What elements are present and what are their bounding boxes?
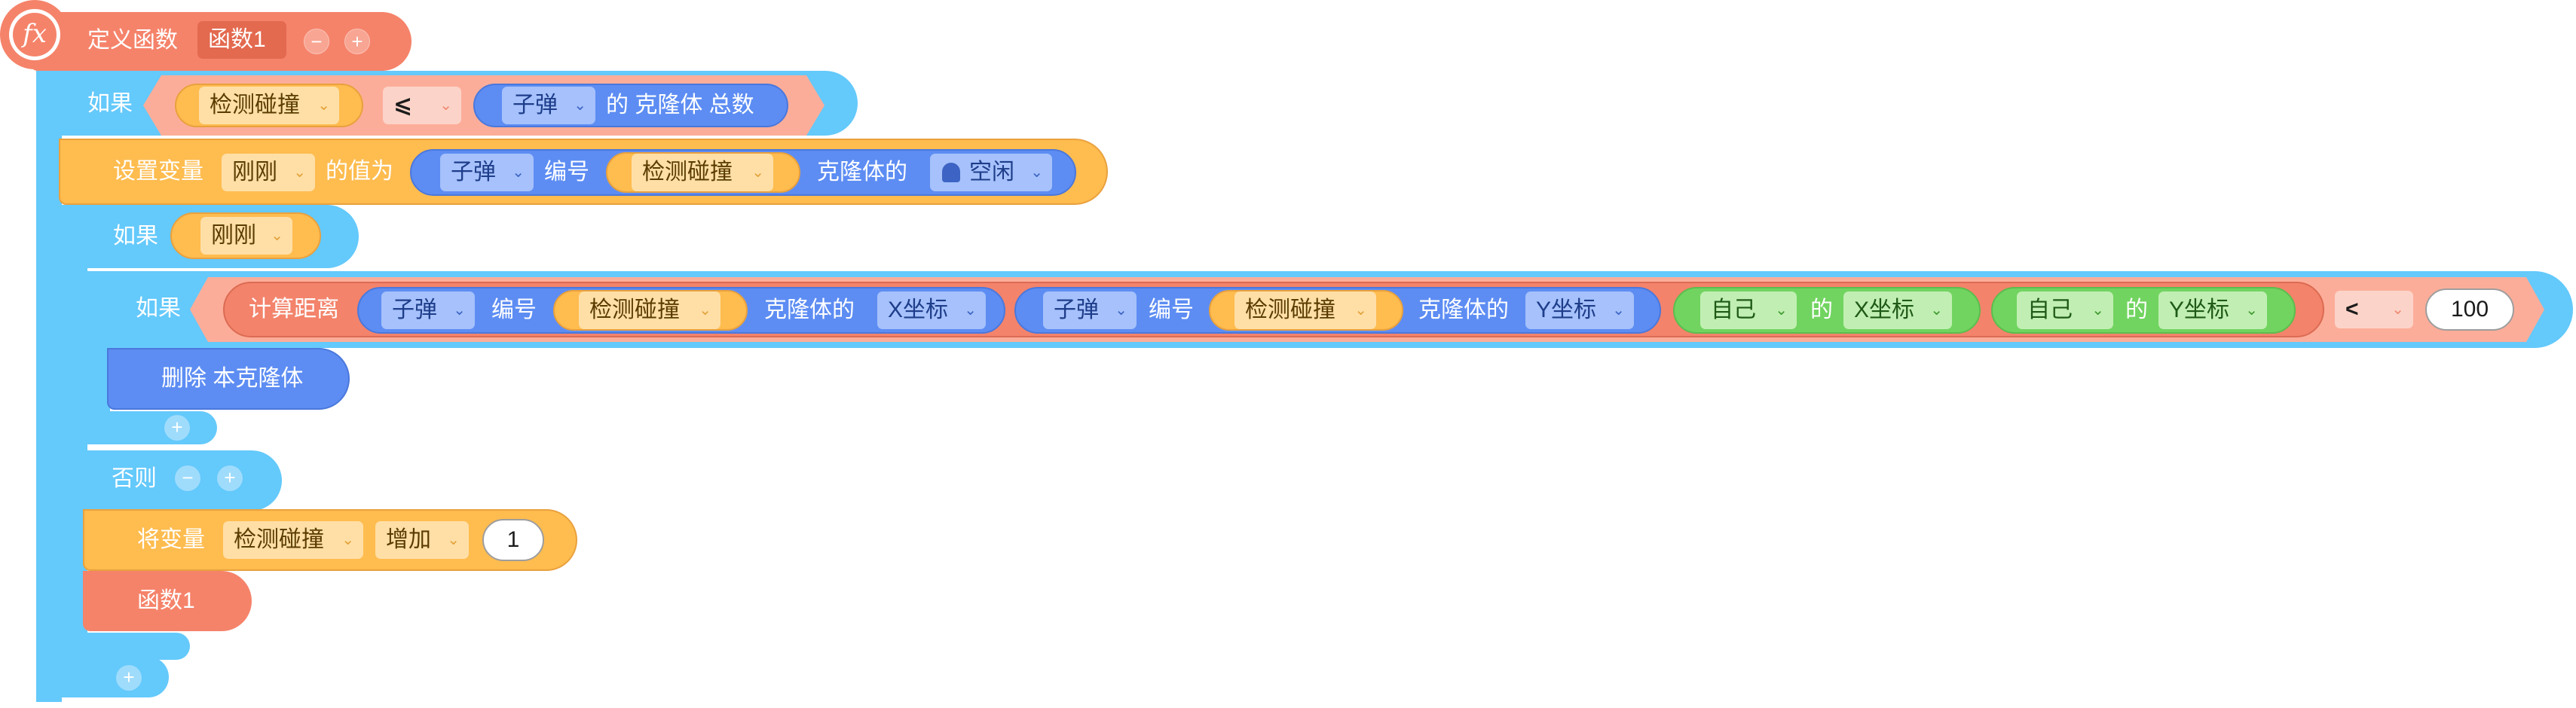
distance-compare-condition[interactable]: 计算距离 子弹⌄ 编号 检测碰撞⌄ 克隆体的 X坐标⌄ 子弹⌄ 编号: [190, 277, 2544, 342]
ghost-icon: [942, 163, 960, 182]
if-distance-foot: [84, 411, 217, 444]
chevron-down-icon: ⌄: [1115, 302, 1127, 319]
clone-y-sensor-dropdown[interactable]: 检测碰撞⌄: [1234, 291, 1376, 329]
distance-threshold-input[interactable]: 100: [2425, 288, 2514, 331]
chevron-down-icon: ⌄: [1354, 302, 1367, 319]
chevron-down-icon: ⌄: [2391, 301, 2404, 318]
else-block[interactable]: [62, 450, 282, 511]
clone-x-coord-dropdown[interactable]: X坐标⌄: [877, 291, 986, 329]
sensor-variable-dropdown[interactable]: 检测碰撞⌄: [199, 87, 339, 124]
else-add-button[interactable]: +: [217, 465, 243, 491]
chevron-down-icon: ⌄: [453, 302, 466, 319]
add-param-button[interactable]: +: [344, 29, 370, 54]
clone-x-sensor-dropdown[interactable]: 检测碰撞⌄: [579, 291, 720, 329]
clone-y-sensor-pill[interactable]: 检测碰撞⌄: [1209, 290, 1403, 331]
chevron-down-icon: ⌄: [341, 532, 354, 548]
clone-state-pill[interactable]: 子弹⌄ 编号 检测碰撞⌄ 克隆体的 空闲⌄: [410, 149, 1076, 196]
set-variable-dropdown[interactable]: 刚刚⌄: [222, 154, 315, 191]
clone-x-index-label: 编号: [491, 298, 537, 322]
self-y-of-label: 的: [2125, 298, 2148, 322]
else-label: 否则: [112, 466, 157, 491]
fx-icon: fx: [0, 0, 69, 69]
self-y-coord-dropdown[interactable]: Y坐标⌄: [2158, 291, 2267, 329]
if-var-pill[interactable]: 刚刚⌄: [170, 212, 321, 259]
sensor-variable-pill[interactable]: 检测碰撞⌄: [175, 84, 363, 127]
set-variable-block[interactable]: 设置变量 刚刚⌄ 的值为 子弹⌄ 编号 检测碰撞⌄ 克隆体的 空闲⌄: [59, 139, 1108, 205]
chevron-down-icon: ⌄: [1612, 302, 1625, 319]
set-variable-value-label: 的值为: [326, 159, 393, 184]
delete-clone-label: 删除 本克隆体: [161, 366, 304, 391]
change-amount-input[interactable]: 1: [482, 519, 544, 561]
chevron-down-icon: ⌄: [964, 302, 977, 319]
calc-distance-label: 计算距离: [249, 297, 339, 322]
chevron-down-icon: ⌄: [271, 227, 283, 244]
state-sensor-dropdown[interactable]: 检测碰撞⌄: [632, 154, 773, 191]
clone-x-clone-label: 克隆体的: [764, 298, 855, 322]
state-sensor-pill[interactable]: 检测碰撞⌄: [606, 152, 800, 193]
clone-y-pill[interactable]: 子弹⌄ 编号 检测碰撞⌄ 克隆体的 Y坐标⌄: [1014, 287, 1661, 334]
state-clone-label: 克隆体的: [817, 160, 907, 185]
if-var-foot: [62, 633, 190, 660]
chevron-down-icon: ⌄: [1775, 302, 1788, 319]
if-distance-label: 如果: [136, 296, 181, 321]
if-outer-label: 如果: [87, 91, 133, 116]
self-y-pill[interactable]: 自己⌄ 的 Y坐标⌄: [1991, 287, 2296, 334]
add-bottom-block-button[interactable]: +: [116, 665, 142, 691]
clone-count-label: 的 克隆体 总数: [606, 93, 754, 117]
call-function-block[interactable]: 函数1: [83, 571, 252, 631]
if-outer-foot: [36, 657, 169, 697]
calc-distance-pill[interactable]: 计算距离 子弹⌄ 编号 检测碰撞⌄ 克隆体的 X坐标⌄ 子弹⌄ 编号: [223, 282, 2324, 337]
else-remove-button[interactable]: −: [175, 465, 200, 491]
clone-y-sprite-dropdown[interactable]: 子弹⌄: [1043, 291, 1137, 329]
chevron-down-icon: ⌄: [2245, 302, 2258, 319]
if-var-label: 如果: [113, 224, 158, 249]
clone-count-pill[interactable]: 子弹⌄ 的 克隆体 总数: [473, 84, 788, 127]
self-y-target-dropdown[interactable]: 自己⌄: [2017, 291, 2113, 329]
distance-operator-dropdown[interactable]: <⌄: [2335, 291, 2413, 328]
clone-y-coord-dropdown[interactable]: Y坐标⌄: [1525, 291, 1634, 329]
state-sprite-dropdown[interactable]: 子弹⌄: [440, 154, 534, 191]
clone-state-dropdown[interactable]: 空闲⌄: [930, 154, 1052, 191]
change-variable-label: 将变量: [137, 527, 205, 552]
clone-x-sprite-dropdown[interactable]: 子弹⌄: [381, 291, 475, 329]
chevron-down-icon: ⌄: [1930, 302, 1943, 319]
chevron-down-icon: ⌄: [293, 164, 306, 181]
clone-y-index-label: 编号: [1149, 298, 1194, 322]
function-name-field[interactable]: 函数1: [197, 21, 286, 59]
chevron-down-icon: ⌄: [2091, 302, 2104, 319]
set-variable-label: 设置变量: [113, 159, 203, 184]
delete-clone-block[interactable]: 删除 本克隆体: [107, 348, 350, 410]
change-op-dropdown[interactable]: 增加⌄: [375, 521, 469, 559]
chevron-down-icon: ⌄: [751, 164, 764, 181]
change-variable-dropdown[interactable]: 检测碰撞⌄: [223, 521, 363, 559]
clone-x-sensor-pill[interactable]: 检测碰撞⌄: [553, 290, 748, 331]
self-x-of-label: 的: [1810, 298, 1833, 322]
self-x-coord-dropdown[interactable]: X坐标⌄: [1843, 291, 1952, 329]
clone-sprite-dropdown[interactable]: 子弹⌄: [502, 87, 595, 124]
chevron-down-icon: ⌄: [317, 97, 330, 114]
clone-x-pill[interactable]: 子弹⌄ 编号 检测碰撞⌄ 克隆体的 X坐标⌄: [357, 287, 1005, 334]
if-var-dropdown[interactable]: 刚刚⌄: [200, 217, 292, 255]
call-function-label: 函数1: [137, 588, 195, 613]
remove-param-button[interactable]: −: [304, 29, 329, 54]
add-inner-block-button[interactable]: +: [164, 415, 190, 441]
define-function-block[interactable]: 定义函数 函数1 − +: [30, 12, 411, 71]
change-variable-block[interactable]: 将变量 检测碰撞⌄ 增加⌄ 1: [83, 509, 577, 571]
self-x-target-dropdown[interactable]: 自己⌄: [1700, 291, 1797, 329]
chevron-down-icon: ⌄: [1030, 164, 1043, 181]
state-index-label: 编号: [544, 160, 589, 185]
compare-clone-count[interactable]: 检测碰撞⌄ ⩽⌄ 子弹⌄ 的 克隆体 总数: [143, 75, 825, 136]
define-function-label: 定义函数: [87, 28, 178, 53]
self-x-pill[interactable]: 自己⌄ 的 X坐标⌄: [1673, 287, 1981, 334]
chevron-down-icon: ⌄: [447, 532, 460, 548]
if-outer-arm: [36, 113, 62, 702]
chevron-down-icon: ⌄: [439, 97, 452, 114]
chevron-down-icon: ⌄: [512, 164, 525, 181]
compare-operator-dropdown[interactable]: ⩽⌄: [383, 87, 461, 124]
clone-y-clone-label: 克隆体的: [1418, 298, 1509, 322]
chevron-down-icon: ⌄: [574, 97, 586, 114]
chevron-down-icon: ⌄: [699, 302, 711, 319]
